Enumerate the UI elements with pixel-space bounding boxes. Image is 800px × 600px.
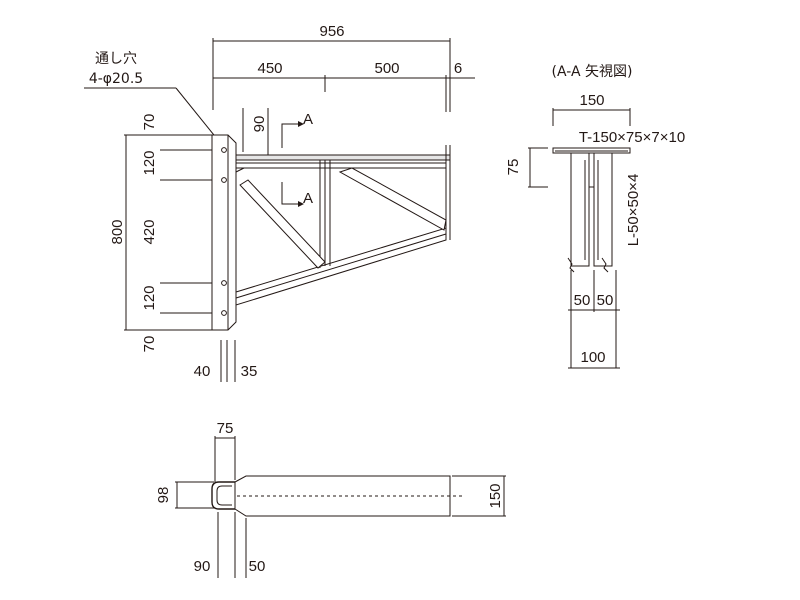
bolt-hole <box>221 177 227 183</box>
dim-plate-left: 40 <box>194 363 211 380</box>
plan-arm <box>234 475 451 517</box>
right-angle <box>593 152 613 267</box>
dim-plan-bottom-left: 90 <box>194 558 211 575</box>
hole-note-spec: 4-φ20.5 <box>89 71 143 87</box>
dim-right-angle: 50 <box>597 292 614 309</box>
right-diagonal <box>338 167 447 231</box>
section-label-top: A <box>303 111 313 128</box>
dim-flange-width: 90 <box>251 116 268 133</box>
plan-view: 75 98 150 90 50 <box>155 420 506 578</box>
left-diagonal <box>239 179 326 269</box>
section-title: (A-A 矢視図) <box>552 64 633 80</box>
tee-spec-label: T-150×75×7×10 <box>579 129 685 146</box>
break-mark-right <box>601 257 609 273</box>
bolt-hole <box>221 280 227 286</box>
dim-plate-right: 35 <box>241 363 258 380</box>
bolt-hole <box>221 147 227 153</box>
bolt-hole <box>221 310 227 316</box>
break-mark-left <box>567 257 575 273</box>
top-chord-flange <box>235 154 451 161</box>
dim-tee-width: 150 <box>579 92 604 109</box>
section-marker-bottom <box>281 182 298 205</box>
angle-spec-label: L-50×50×4 <box>625 174 642 247</box>
base-plate <box>211 134 237 331</box>
dim-overall-height: 800 <box>109 219 126 244</box>
section-aa-view: (A-A 矢視図) 150 T-150×75×7×10 75 L-50×50×4… <box>505 64 685 369</box>
elevation-view: 956 450 500 6 800 70 120 420 120 70 通し穴 … <box>84 23 475 382</box>
section-marker-top <box>281 123 298 148</box>
plan-plate <box>211 481 235 510</box>
dim-left-angle: 50 <box>574 292 591 309</box>
dim-tee-depth: 75 <box>505 159 522 176</box>
hole-note-title: 通し穴 <box>95 51 137 67</box>
dim-plan-left: 98 <box>155 487 172 504</box>
section-label-bottom: A <box>303 190 313 207</box>
dim-top-edge: 70 <box>141 114 158 131</box>
dim-angle-total: 100 <box>580 349 605 366</box>
dim-upper-hole-pitch: 120 <box>141 150 158 175</box>
dim-plan-top: 75 <box>217 420 234 437</box>
left-angle <box>570 152 590 267</box>
tee-web <box>588 152 595 188</box>
dim-end-gap: 6 <box>454 60 462 77</box>
dim-plan-bottom-right: 50 <box>249 558 266 575</box>
dim-overall-width: 956 <box>319 23 344 40</box>
dim-lower-hole-pitch: 120 <box>141 285 158 310</box>
dim-plan-right: 150 <box>487 483 504 508</box>
dim-middle-pitch: 420 <box>141 219 158 244</box>
dim-left-span: 450 <box>257 60 282 77</box>
dim-right-span: 500 <box>374 60 399 77</box>
dim-bottom-edge: 70 <box>141 336 158 353</box>
